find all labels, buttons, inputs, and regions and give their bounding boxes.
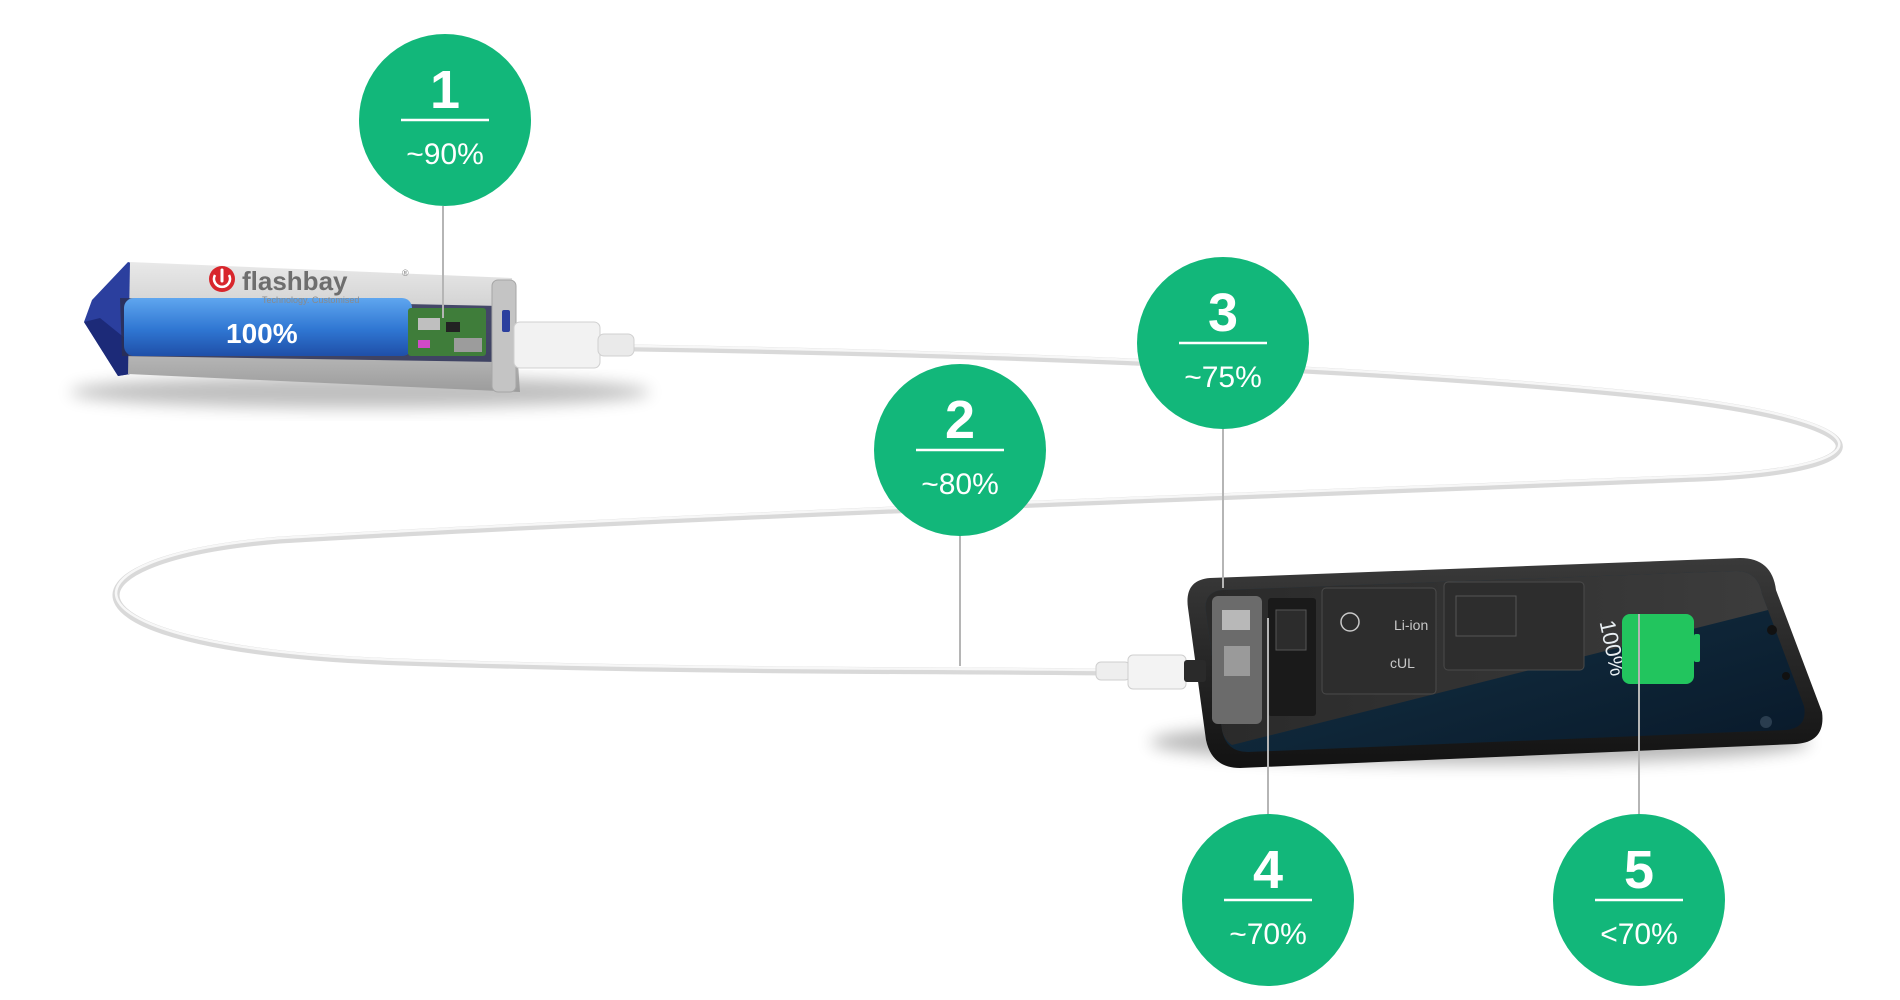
phone-plug-strain-relief (1095, 661, 1131, 681)
phone-battery-cell-left (1321, 587, 1437, 695)
phone-battery-cell-right (1443, 581, 1585, 671)
power-bank-registered: ® (402, 268, 409, 278)
badge-2: 2 ~80% (874, 364, 1046, 536)
badge-number: 4 (1253, 840, 1283, 900)
leader-lines (442, 206, 1640, 818)
power-icon (209, 266, 235, 292)
cable-loop (112, 344, 1843, 676)
badge-number: 5 (1624, 840, 1654, 900)
badge-value: ~90% (406, 138, 484, 171)
phone-cell-mark: cUL (1390, 655, 1415, 671)
power-bank: flashbay ® Technology. Customised 100% (70, 262, 650, 408)
bank-plug-strain-relief (597, 333, 635, 357)
power-bank-cell (124, 298, 412, 356)
badge-5: 5 <70% (1553, 814, 1725, 986)
flashlight-icon (1760, 716, 1772, 728)
bank-plug-housing (513, 321, 601, 369)
badge-1: 1 ~90% (359, 34, 531, 206)
power-bank-tagline: Technology. Customised (262, 295, 359, 305)
phone-battery-indicator (1622, 614, 1694, 684)
phone-lightning-port (1184, 660, 1206, 682)
phone-plug-housing (1127, 654, 1187, 690)
cable-highlight (114, 344, 1841, 672)
power-bank-port-end (491, 279, 517, 393)
badge-value: ~70% (1229, 918, 1307, 951)
badge-4: 4 ~70% (1182, 814, 1354, 986)
badge-number: 3 (1208, 283, 1238, 343)
power-bank-charge-label: 100% (226, 318, 298, 349)
badge-value: ~80% (921, 468, 999, 501)
badge-value: ~75% (1184, 361, 1262, 394)
badge-value: <70% (1600, 918, 1678, 951)
badge-number: 1 (430, 60, 460, 120)
badge-number: 2 (945, 390, 975, 450)
phone-camera-icon (1767, 625, 1777, 635)
smartphone: Li-ion cUL 100% (1150, 558, 1823, 768)
recycle-icon (1340, 612, 1360, 632)
power-bank-brand: flashbay (242, 266, 348, 296)
badge-3: 3 ~75% (1137, 257, 1309, 429)
usb-cable (112, 344, 1843, 690)
phone-cell-label: Li-ion (1394, 617, 1428, 633)
